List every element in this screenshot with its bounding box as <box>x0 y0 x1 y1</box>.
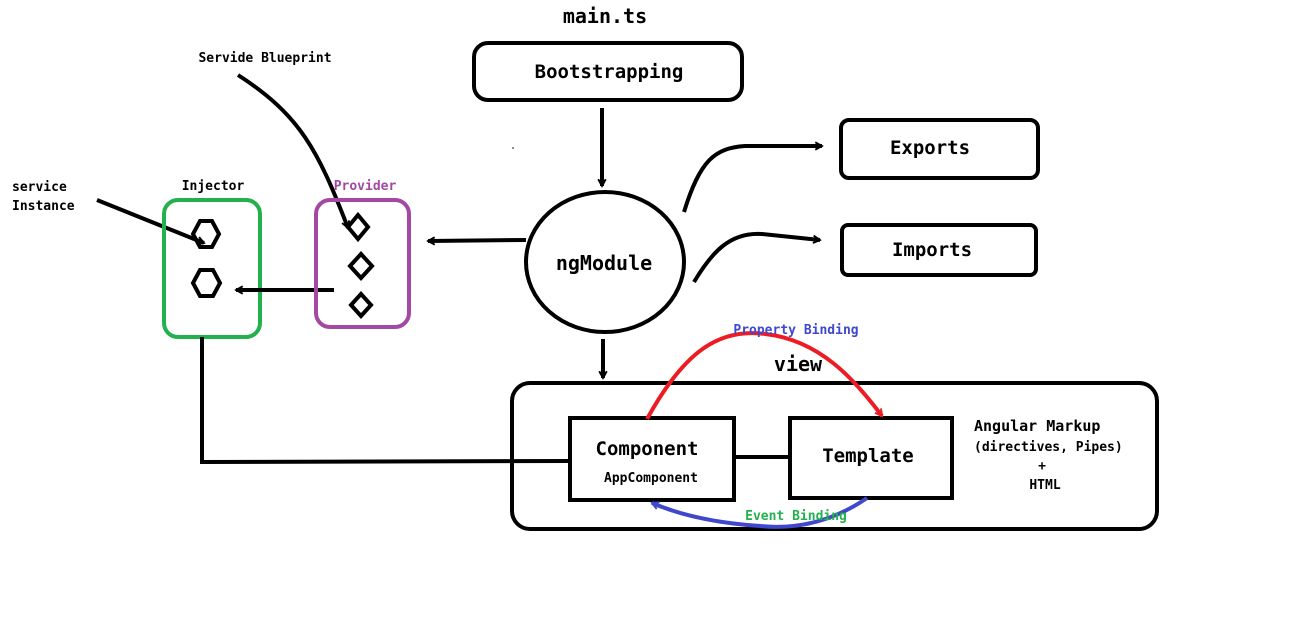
view-label: view <box>774 352 823 376</box>
injector-label: Injector <box>182 179 245 194</box>
service-instance-label-2: Instance <box>12 199 75 214</box>
imports-label: Imports <box>892 239 972 261</box>
provider-label: Provider <box>334 179 397 194</box>
component-label: Component <box>596 438 699 460</box>
service-instance-label-1: service <box>12 180 67 195</box>
imports-box <box>840 223 1038 277</box>
directives-pipes-label: (directives, Pipes) <box>974 440 1123 455</box>
ngmodule-circle <box>524 190 686 334</box>
provider-box <box>314 198 411 329</box>
template-label: Template <box>822 445 914 467</box>
view-box <box>510 381 1159 531</box>
event-binding-label: Event Binding <box>745 509 847 524</box>
property-binding-label: Property Binding <box>733 323 858 338</box>
stray-dot <box>512 147 514 149</box>
main-ts-label: main.ts <box>563 4 647 28</box>
template-box <box>788 416 954 500</box>
event-binding-arrow <box>652 496 869 529</box>
diamond-icon <box>348 291 374 319</box>
ngmodule-to-imports-arrow <box>692 231 820 284</box>
plus-label: + <box>1038 459 1046 474</box>
injector-box <box>162 198 262 339</box>
diamond-icon <box>345 211 371 243</box>
ngmodule-label: ngModule <box>556 251 652 275</box>
html-label: HTML <box>1029 478 1060 493</box>
angular-markup-label: Angular Markup <box>974 417 1100 435</box>
bootstrapping-box <box>472 41 744 102</box>
app-component-label: AppComponent <box>604 471 698 486</box>
service-to-injector-arrow <box>96 198 204 243</box>
property-binding-arrow <box>645 331 884 420</box>
servide-blueprint-label: Servide Blueprint <box>198 51 331 66</box>
ngmodule-to-exports-arrow <box>682 146 822 213</box>
exports-box <box>839 118 1040 180</box>
ngmodule-to-provider-arrow <box>428 240 527 241</box>
exports-label: Exports <box>890 137 970 159</box>
bootstrapping-label: Bootstrapping <box>535 61 684 83</box>
injector-to-component-line <box>200 337 573 465</box>
hexagon-icon <box>190 219 222 249</box>
hexagon-icon <box>190 268 223 298</box>
diamond-icon <box>347 251 375 281</box>
